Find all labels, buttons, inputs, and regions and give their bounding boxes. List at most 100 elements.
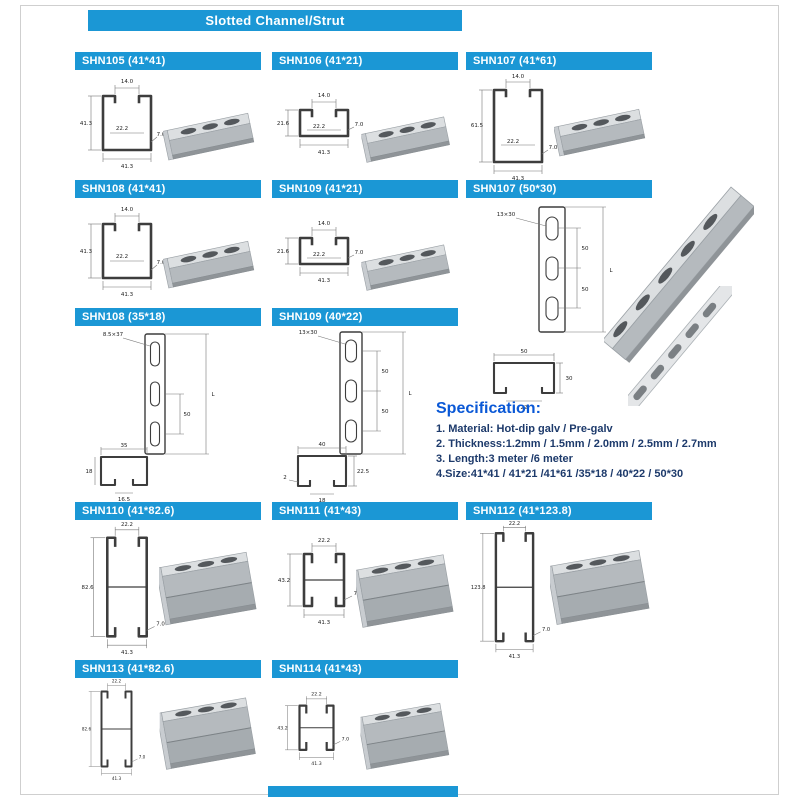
product-cell-shn107-41x61: SHN107 (41*61) 14.0 61.5 22.2 7.0 41.3 (466, 52, 652, 182)
dim-height: 41.3 (80, 249, 93, 255)
channel-profile-outline (492, 88, 544, 164)
dim-pitch: 50 (184, 412, 191, 418)
dim-width: 41.3 (121, 650, 133, 656)
dim-inner: 22.2 (116, 126, 128, 132)
product-label: SHN110 (41*82.6) (75, 502, 261, 520)
profile-drawing: 35 18 16.5 (86, 443, 149, 502)
product-cell-shn105: SHN105 (41*41) 14.0 41.3 22.2 7.0 41.3 (75, 52, 261, 182)
slot-hole (344, 379, 358, 403)
profile-drawing: 22.2 123.8 7.0 41.3 (471, 521, 550, 660)
product-photo (360, 108, 455, 168)
dim-lip: 7.0 (355, 122, 364, 128)
dim-lip: 7.0 (355, 250, 364, 256)
dimension-lines (288, 446, 357, 495)
slot-hole (344, 339, 358, 363)
product-label: SHN107 (50*30) (466, 180, 652, 198)
product-label: SHN109 (41*21) (272, 180, 458, 198)
spec-line-size: 4.Size:41*41 / 41*21 /41*61 /35*18 / 40*… (436, 468, 684, 480)
dim-lip: 7.0 (156, 621, 165, 627)
product-cell-shn106: SHN106 (41*21) 14.0 21.6 22.2 7.0 41.3 (272, 52, 458, 182)
dimension-lines (493, 353, 563, 402)
profile-drawing: 14.0 21.6 22.2 7.0 41.3 (277, 93, 364, 156)
product-photo (550, 528, 652, 652)
dim-opening: 16.5 (118, 497, 131, 502)
product-label: SHN108 (41*41) (75, 180, 261, 198)
dim-lip: 7.0 (157, 132, 166, 138)
dimension-lines (94, 447, 148, 494)
product-label: SHN105 (41*41) (75, 52, 261, 70)
dim-pitch: 50 (382, 409, 389, 415)
slot-hole (149, 341, 161, 367)
dimension-lines (88, 85, 158, 162)
dimension-lines (287, 543, 353, 618)
profile-drawing: 14.0 41.3 22.2 7.0 41.3 (80, 207, 166, 298)
dim-height: 82.6 (82, 727, 92, 732)
profile-drawing: 40 22.5 18 2 (283, 442, 370, 504)
dim-inner: 22.2 (507, 139, 519, 145)
product-label: SHN112 (41*123.8) (466, 502, 652, 520)
dimension-lines (285, 696, 341, 761)
dim-width: 41.3 (121, 292, 134, 298)
profile-drawing: 22.2 43.2 7.0 41.3 (278, 538, 363, 626)
profile-drawing: 22.2 43.2 7.0 41.3 (277, 691, 349, 767)
dim-opening: 18 (319, 498, 326, 504)
dimension-lines (515, 206, 606, 333)
slot-hole (149, 421, 161, 447)
dimension-lines (479, 79, 549, 174)
dimension-lines (88, 683, 138, 776)
dim-width: 41.3 (112, 776, 122, 781)
profile-drawing: 14.0 41.3 22.2 7.0 41.3 (80, 79, 166, 170)
spec-line-thickness: 2. Thickness:1.2mm / 1.5mm / 2.0mm / 2.5… (436, 438, 717, 450)
dim-height: 82.6 (82, 585, 95, 591)
profile-drawing: 50 30 22 (492, 349, 573, 410)
dim-opening: 22.2 (318, 538, 330, 544)
product-label: SHN106 (41*21) (272, 52, 458, 70)
dimension-lines (90, 526, 155, 649)
dim-lip: 7.0 (139, 754, 146, 759)
product-label: SHN109 (40*22) (272, 308, 458, 326)
product-photo (163, 104, 258, 166)
dim-height: 43.2 (277, 725, 287, 731)
dim-width: 50 (521, 349, 528, 355)
channel-profile-outline (298, 236, 350, 266)
dim-pitch: 50 (582, 287, 589, 293)
profile-drawing: 22.2 82.6 7.0 41.3 (82, 522, 166, 656)
dim-inner: 22.2 (313, 252, 325, 258)
front-view-drawing: 8.5×37 50 L (103, 332, 215, 455)
product-photo (159, 536, 259, 646)
dimension-lines (317, 331, 406, 455)
product-cell-shn109-41x21: SHN109 (41*21) 14.0 21.6 22.2 7.0 41.3 (272, 180, 458, 310)
product-cell-shn108-41x41: SHN108 (41*41) 14.0 41.3 22.2 7.0 41.3 (75, 180, 261, 310)
product-photo (360, 236, 455, 296)
dim-thickness: 2 (283, 475, 287, 481)
spec-line-material: 1. Material: Hot-dip galv / Pre-galv (436, 423, 613, 435)
page-title: Slotted Channel/Strut (88, 10, 462, 31)
dim-width: 41.3 (318, 150, 331, 156)
dim-opening: 22.2 (121, 522, 133, 528)
product-cell-shn112: SHN112 (41*123.8) 22.2 123.8 7.0 41.3 (466, 502, 652, 660)
dimension-lines (285, 227, 355, 276)
profile-drawing: 22.2 82.6 7.0 41.3 (82, 679, 146, 782)
profile-drawing: 14.0 61.5 22.2 7.0 41.3 (471, 74, 558, 182)
product-cell-shn114: SHN114 (41*43) 22.2 43.2 7.0 41.3 (272, 660, 458, 788)
product-cell-shn108-35x18: SHN108 (35*18) 8.5×37 50 L (75, 308, 261, 502)
dim-lip: 7.0 (157, 260, 166, 266)
dimension-lines (480, 525, 541, 653)
dim-width: 41.3 (121, 164, 134, 170)
dim-length: L (408, 391, 412, 397)
bottom-bar (268, 786, 458, 797)
dim-slot-size: 8.5×37 (103, 332, 124, 338)
dim-height: 22.5 (357, 469, 370, 475)
dim-slot-size: 13×30 (299, 330, 318, 336)
dim-opening: 14.0 (512, 74, 525, 80)
dim-opening: 22.2 (112, 679, 122, 684)
diagonal-channel-photo (604, 186, 754, 363)
slot-hole (545, 296, 559, 321)
dim-opening: 14.0 (121, 207, 134, 213)
channel-profile-outline (101, 94, 153, 152)
dim-width: 40 (319, 442, 326, 448)
front-view-drawing: 13×30 50 50 L (497, 206, 613, 333)
front-view-drawing: 13×30 50 50 L (299, 330, 412, 455)
dim-opening: 14.0 (318, 93, 331, 99)
product-cell-shn107-50x30: SHN107 (50*30) 13×30 50 50 L (466, 180, 652, 423)
